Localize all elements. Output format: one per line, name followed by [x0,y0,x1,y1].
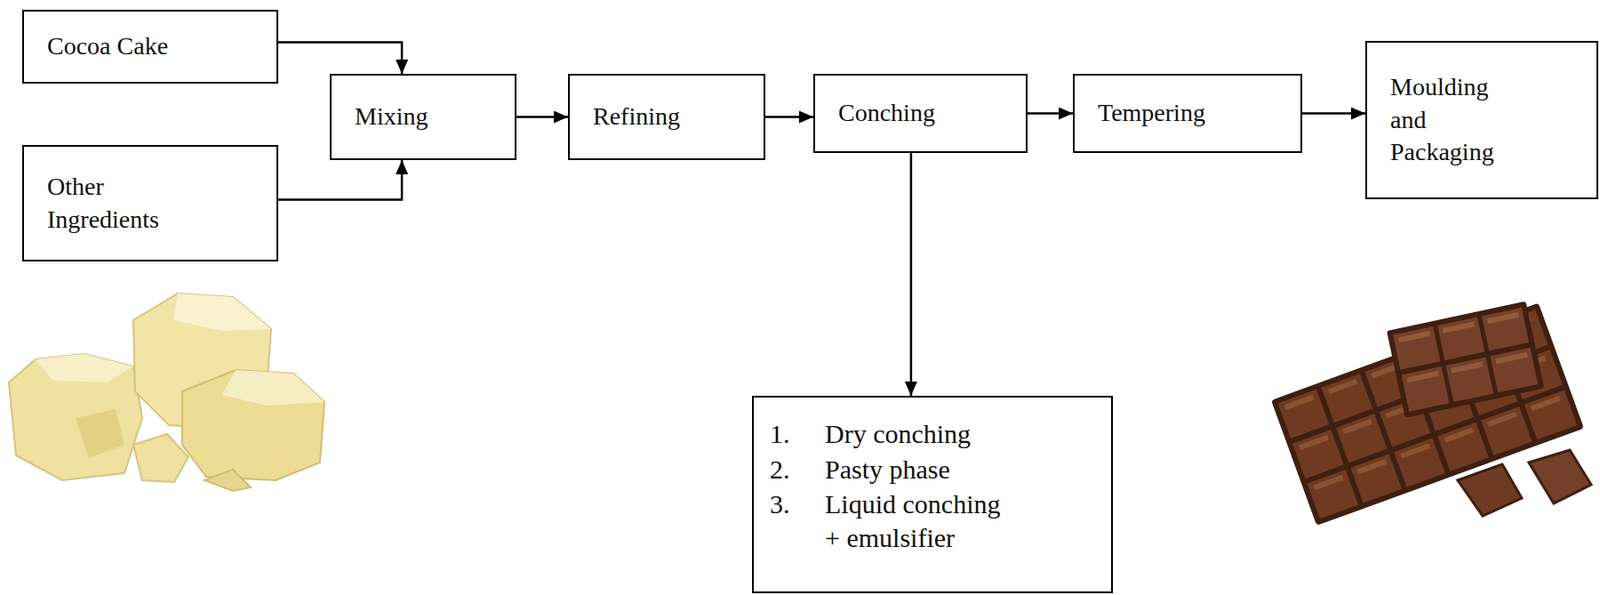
box-label: Conching [838,96,936,129]
process-box: Mixing [329,73,517,160]
chocolate-picture [1271,301,1592,526]
bar-base [1271,303,1584,526]
text-group: Other Ingredients [47,170,194,236]
list-item: Liquid conching + emulsifier [824,487,1016,554]
butter-chunk [182,369,325,480]
flow-arrow [1302,112,1366,115]
butter-chunk [8,353,143,480]
text-group: Tempering [1097,96,1206,129]
text-group: Moulding and Packaging [1390,71,1524,168]
text-group: 1.Dry conching2.Pasty phase3.Liquid conc… [769,416,1016,554]
flow-arrow [910,152,913,396]
chocolate-fragment [1457,464,1522,516]
process-box: Conching [813,73,1028,153]
box-label: Other Ingredients [47,170,194,236]
list-item: Dry conching [824,416,1016,451]
text-group: Conching [838,96,936,129]
bar-squares [1392,307,1538,412]
flow-arrow [278,42,402,75]
box-label: Refining [592,100,680,133]
output-box: Moulding and Packaging [1365,40,1599,200]
chocolate-fragment [1528,449,1592,504]
butter-chunk [133,433,189,482]
butter-highlight [35,353,134,383]
flow-arrow [516,115,568,119]
box-label: Cocoa Cake [47,30,168,63]
input-box: Other Ingredients [22,144,279,262]
text-group: Mixing [354,100,428,133]
process-box: Tempering [1072,73,1303,153]
list-number: 2. [769,452,825,487]
chocolate-piece-top [1386,301,1544,418]
flow-arrow [278,160,402,200]
bar-highlights [1398,312,1528,384]
conching-steps-box: 1.Dry conching2.Pasty phase3.Liquid conc… [752,395,1113,593]
input-box: Cocoa Cake [22,9,279,84]
text-group: Refining [592,100,680,133]
bar-base [1386,301,1544,418]
butter-highlight [222,369,325,406]
butter-chunk [204,469,251,491]
flow-arrow [765,115,814,119]
process-box: Refining [568,73,766,160]
butter-highlight [173,293,272,331]
cocoa-butter-picture [8,293,325,491]
box-label: Mixing [354,100,428,133]
list-number: 3. [769,487,825,554]
list-item: Pasty phase [824,452,1016,487]
text-group: Cocoa Cake [47,30,168,63]
butter-shadow [75,408,125,458]
box-label: Moulding and Packaging [1390,71,1524,168]
chocolate-bar [1271,303,1584,526]
box-label: Tempering [1097,96,1206,129]
flow-arrow [1027,112,1073,115]
list-number: 1. [769,416,825,451]
